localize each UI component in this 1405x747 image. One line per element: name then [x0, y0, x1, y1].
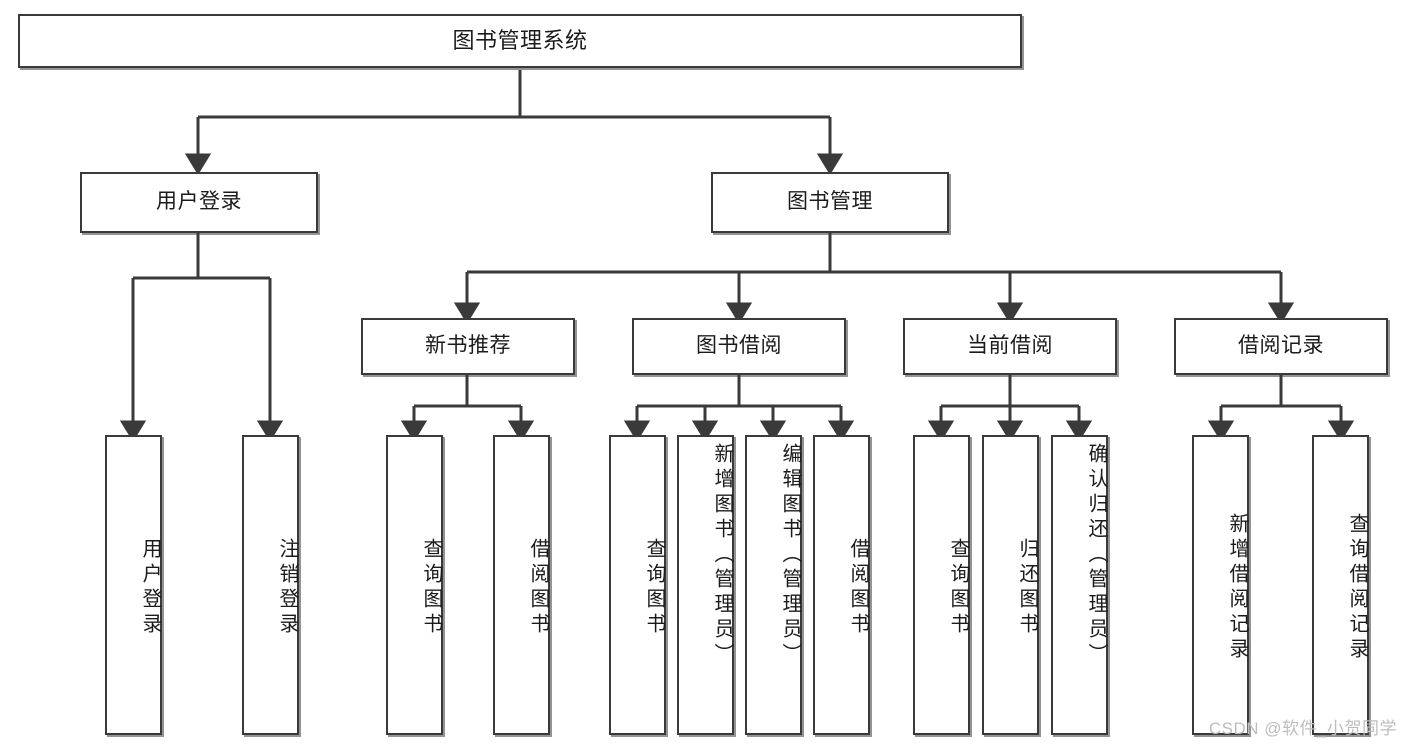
leaf-add-book[interactable]: 新增图书（管理员） — [677, 435, 734, 735]
leaf-user-login[interactable]: 用户登录 — [105, 435, 162, 735]
leaf-query-book-3[interactable]: 查询图书 — [913, 435, 970, 735]
node-current-borrow[interactable]: 当前借阅 — [903, 318, 1117, 375]
leaf-confirm-return-label: 确认归还（管理员） — [1085, 443, 1107, 668]
node-borrow-record-label: 借阅记录 — [1238, 334, 1324, 358]
node-book-borrow[interactable]: 图书借阅 — [632, 318, 846, 375]
leaf-return-book[interactable]: 归还图书 — [982, 435, 1039, 735]
leaf-query-book-1[interactable]: 查询图书 — [386, 435, 443, 735]
node-borrow-record[interactable]: 借阅记录 — [1174, 318, 1388, 375]
leaf-return-book-label: 归还图书 — [1016, 538, 1038, 638]
node-root-label: 图书管理系统 — [452, 28, 588, 54]
csdn-watermark: CSDN @软件_小贺同学 — [1208, 719, 1397, 738]
leaf-add-record[interactable]: 新增借阅记录 — [1192, 435, 1249, 735]
leaf-edit-book[interactable]: 编辑图书（管理员） — [745, 435, 802, 735]
node-book-manage-label: 图书管理 — [787, 190, 873, 214]
node-current-borrow-label: 当前借阅 — [967, 334, 1053, 358]
leaf-borrow-book-2[interactable]: 借阅图书 — [813, 435, 870, 735]
node-user-login-label: 用户登录 — [156, 190, 242, 214]
leaf-query-book-1-label: 查询图书 — [420, 538, 442, 638]
leaf-borrow-book-2-label: 借阅图书 — [847, 538, 869, 638]
leaf-edit-book-label: 编辑图书（管理员） — [779, 443, 801, 668]
node-new-book-rec-label: 新书推荐 — [425, 334, 511, 358]
leaf-user-login-label: 用户登录 — [139, 538, 161, 638]
leaf-query-record[interactable]: 查询借阅记录 — [1312, 435, 1369, 735]
leaf-query-book-2-label: 查询图书 — [643, 538, 665, 638]
leaf-logout-login-label: 注销登录 — [276, 538, 298, 638]
node-book-borrow-label: 图书借阅 — [696, 334, 782, 358]
leaf-query-book-3-label: 查询图书 — [947, 538, 969, 638]
leaf-add-book-label: 新增图书（管理员） — [711, 443, 733, 668]
leaf-query-record-label: 查询借阅记录 — [1346, 513, 1368, 663]
leaf-confirm-return[interactable]: 确认归还（管理员） — [1051, 435, 1108, 735]
leaf-query-book-2[interactable]: 查询图书 — [609, 435, 666, 735]
leaf-borrow-book-1-label: 借阅图书 — [527, 538, 549, 638]
leaf-borrow-book-1[interactable]: 借阅图书 — [493, 435, 550, 735]
node-root[interactable]: 图书管理系统 — [18, 14, 1022, 68]
leaf-logout-login[interactable]: 注销登录 — [242, 435, 299, 735]
node-book-manage[interactable]: 图书管理 — [711, 172, 949, 233]
node-user-login[interactable]: 用户登录 — [80, 172, 318, 233]
node-new-book-rec[interactable]: 新书推荐 — [361, 318, 575, 375]
leaf-add-record-label: 新增借阅记录 — [1226, 513, 1248, 663]
